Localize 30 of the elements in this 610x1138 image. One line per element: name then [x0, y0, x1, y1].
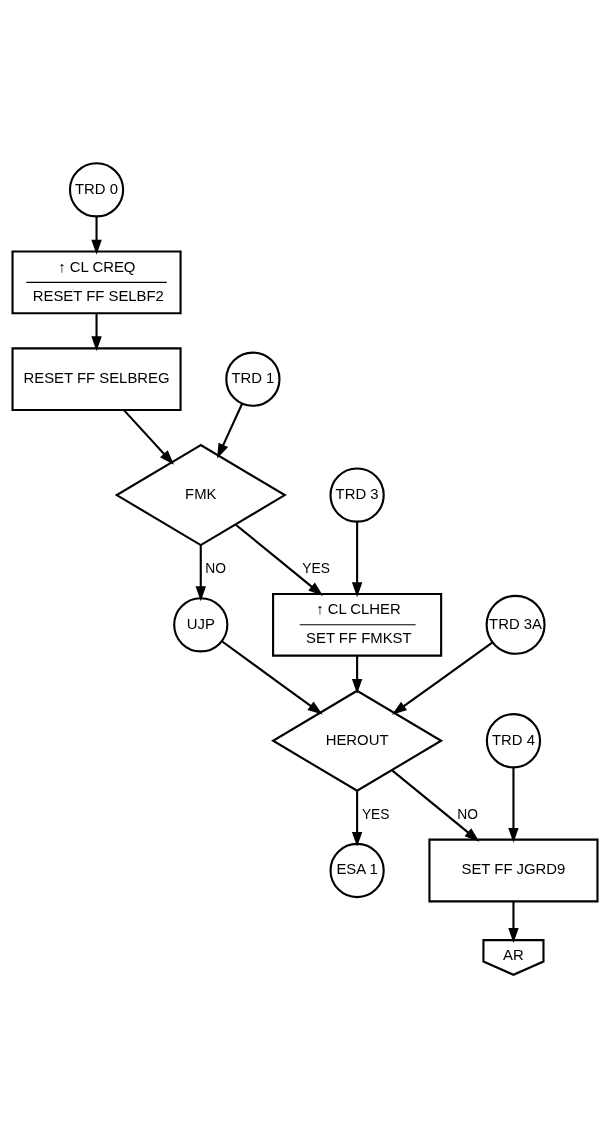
edge-label: NO: [205, 560, 227, 577]
arrow: [508, 767, 519, 843]
arrow: [195, 545, 206, 602]
arrow: [351, 655, 363, 694]
node-box: RESET FF SELBREG: [11, 347, 182, 412]
node-circle: UJP: [173, 597, 229, 653]
node-box: ↑ CL CLHER SET FF FMKST: [272, 592, 443, 657]
edge-label: YES: [302, 560, 330, 577]
node-circle: TRD 0: [68, 162, 125, 218]
arrow: [91, 216, 102, 255]
node-circle: ESA 1: [329, 842, 385, 899]
arrow: [351, 521, 363, 598]
arrow: [508, 901, 519, 943]
node-box: ↑ CL CREQ RESET FF SELBF2: [11, 250, 182, 315]
arrow: [392, 641, 494, 715]
node-circle: TRD 4: [485, 713, 542, 769]
edge-label: NO: [457, 805, 479, 822]
node-circle: TRD 3: [329, 467, 385, 523]
arrow: [351, 790, 363, 847]
arrow: [234, 523, 324, 596]
node-circle: TRD 3A: [485, 594, 546, 655]
edge-label: YES: [361, 805, 390, 822]
node-box: SET FF JGRD9: [428, 838, 599, 903]
arrow: [391, 769, 480, 842]
arrow: [91, 313, 102, 352]
arrow: [123, 409, 174, 465]
arrow: [217, 403, 244, 459]
arrow: [221, 640, 323, 715]
node-diamond: HEROUT: [271, 689, 444, 792]
node-circle: TRD 1: [225, 351, 281, 407]
